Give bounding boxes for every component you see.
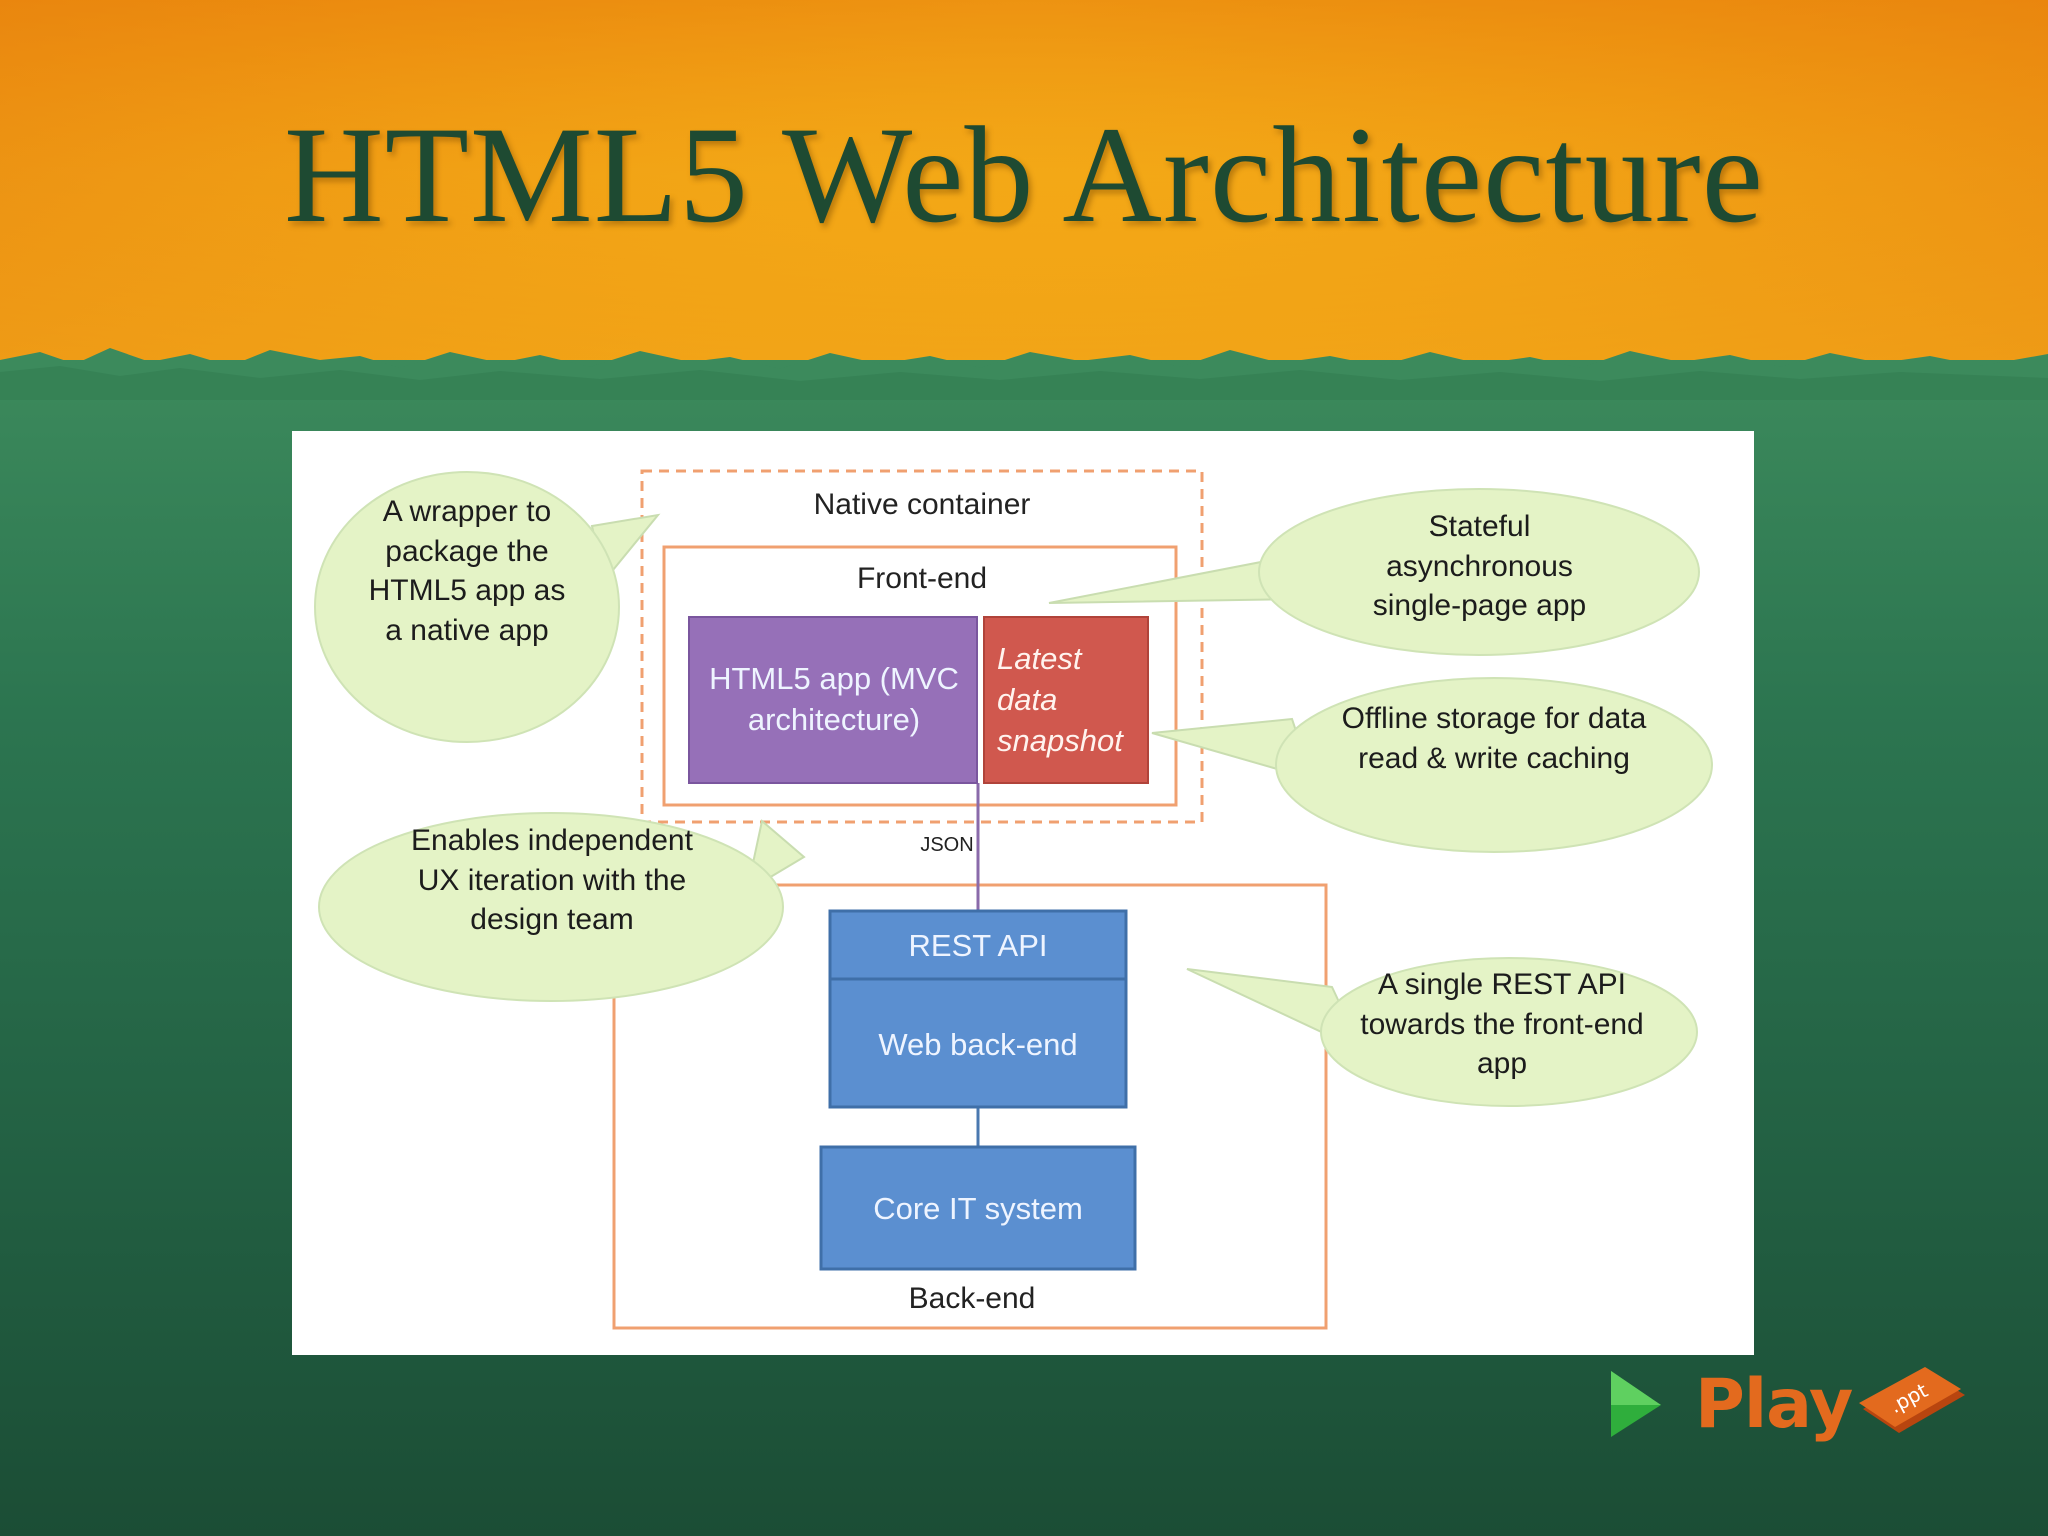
callout-stateful-shape xyxy=(1048,488,1700,656)
backend-label: Back-end xyxy=(908,1282,1036,1315)
native-container-border xyxy=(640,469,1204,824)
callout-rest: A single REST API towards the front-end … xyxy=(1360,968,1644,1081)
json-label: JSON xyxy=(920,834,974,856)
rest-api-box xyxy=(828,909,1128,1109)
slide-header-glow xyxy=(0,0,2048,390)
callout-ux-shape xyxy=(318,812,806,1002)
callout-wrapper-shape xyxy=(314,471,661,743)
web-backend-label: Web back-end xyxy=(878,1027,1078,1062)
play-triangle-icon xyxy=(1611,1371,1661,1437)
architecture-diagram: Native container Front-end HTML5 app (MV… xyxy=(292,431,1754,1355)
callout-offline: Offline storage for data read & write ca… xyxy=(1341,702,1647,775)
core-it-label: Core IT system xyxy=(873,1191,1083,1226)
play-word: Play xyxy=(1695,1365,1853,1444)
torn-paper-edge xyxy=(0,348,2048,400)
playppt-logo: Play .ppt xyxy=(1605,1365,1975,1445)
snapshot-label: Latest data snapshot xyxy=(997,641,1123,758)
callout-stateful: Stateful asynchronous single-page app xyxy=(1372,510,1587,623)
ppt-badge-icon: .ppt xyxy=(1859,1367,1965,1433)
callout-wrapper: A wrapper to package the HTML5 app as a … xyxy=(368,495,566,647)
native-container-label: Native container xyxy=(813,488,1031,521)
html5-app-box xyxy=(688,616,978,784)
callout-ux: Enables independent UX iteration with th… xyxy=(411,824,693,937)
frontend-label: Front-end xyxy=(856,562,988,595)
snapshot-box xyxy=(983,616,1149,784)
core-it-box xyxy=(819,1145,1137,1271)
backend-border xyxy=(612,883,1328,1330)
frontend-border xyxy=(662,545,1178,807)
html5-app-label: HTML5 app (MVC architecture) xyxy=(709,661,959,737)
callout-rest-shape xyxy=(1186,957,1698,1107)
rest-api-label: REST API xyxy=(908,928,1048,963)
slide-title: HTML5 Web Architecture xyxy=(284,98,1764,251)
callout-offline-shape xyxy=(1151,677,1713,853)
